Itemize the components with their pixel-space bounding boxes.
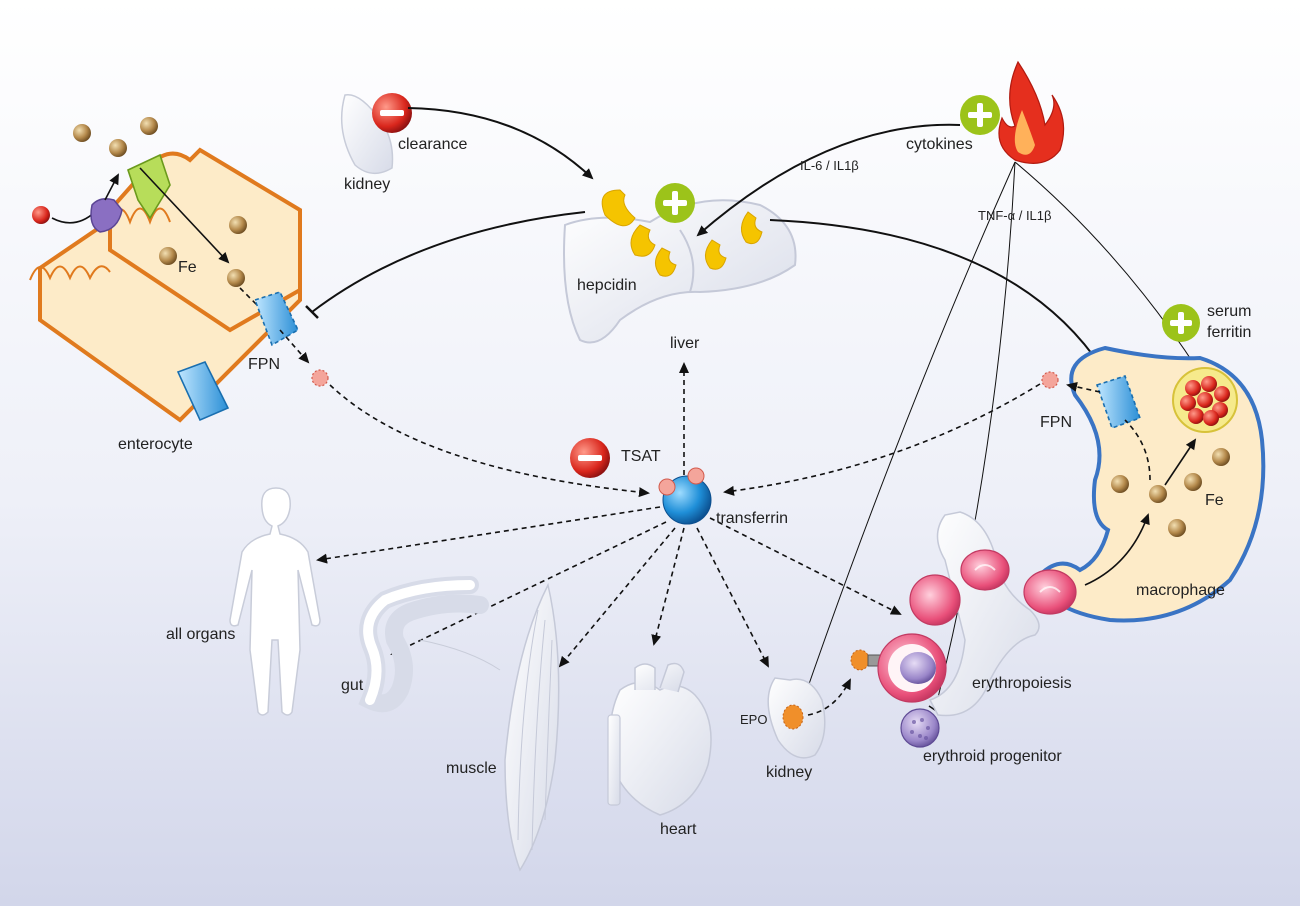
kidney-top-label: kidney	[344, 176, 391, 193]
macrophage-to-transferrin-arrow	[723, 383, 1041, 496]
macrophage-export-arrow	[1066, 382, 1101, 393]
transferrin-to-heart-arrow	[651, 527, 685, 646]
inhibition-bar	[305, 305, 319, 319]
iron-particle	[159, 247, 177, 265]
macrophage-label: macrophage	[1136, 582, 1225, 599]
iron-uptake-arrow	[139, 167, 230, 264]
minus-sign	[578, 455, 602, 461]
transferrin-label: transferrin	[716, 510, 789, 527]
serum-ferritin-label-2: ferritin	[1207, 324, 1252, 341]
all-organs-label: all organs	[166, 626, 236, 643]
iron-particle	[73, 124, 91, 142]
reticulocyte	[909, 574, 961, 626]
hepcidin-molecule	[601, 189, 636, 227]
transferrin-to-organs-arrow	[316, 506, 661, 564]
hepcidin-molecule	[705, 239, 727, 270]
heart-label: heart	[660, 821, 697, 838]
iron-particle	[1149, 485, 1167, 503]
muscle-icon	[504, 582, 560, 872]
hepcidin-inhibits-fpn-left	[311, 211, 586, 313]
gut-label: gut	[341, 677, 364, 694]
transferrin-to-kidney-arrow	[696, 527, 769, 668]
tnf-label: TNF-α / IL1β	[978, 208, 1052, 223]
plus-sign-v	[1178, 312, 1184, 334]
fpn-left-label: FPN	[248, 356, 280, 373]
transferrin-to-muscle-arrow	[558, 527, 676, 668]
liver-organ	[563, 199, 797, 344]
iron-particle	[1184, 473, 1202, 491]
erythroid-progenitor-cell	[900, 708, 940, 748]
fpn-transporter-right-icon	[1095, 375, 1142, 430]
epo-bound	[850, 649, 870, 671]
red-blood-cell	[960, 549, 1010, 591]
serum-ferritin-label-1: serum	[1207, 303, 1252, 320]
senescent-rbc	[1023, 569, 1077, 615]
bound-iron	[658, 478, 676, 496]
muscle-label: muscle	[446, 760, 497, 777]
ferritin-cluster	[1180, 376, 1230, 426]
erythroid-progenitor-label: erythroid progenitor	[923, 748, 1062, 765]
fe-left-label: Fe	[178, 259, 197, 276]
iron-particle	[229, 216, 247, 234]
iron-to-ferritin-arrow	[1164, 438, 1197, 486]
il6-label: IL-6 / IL1β	[800, 158, 859, 173]
transferrin-to-erythropoiesis-arrow	[709, 517, 902, 615]
clearance-arrow	[407, 107, 594, 180]
iron-particle	[1212, 448, 1230, 466]
kidney-top-icon	[340, 93, 394, 174]
heart-icon	[609, 681, 712, 816]
human-body-icon	[229, 487, 321, 716]
bound-iron	[687, 467, 705, 485]
hepcidin-molecule	[655, 247, 677, 277]
reduction-arrow	[104, 173, 119, 201]
clearance-label: clearance	[398, 136, 468, 153]
epo-label: EPO	[740, 712, 768, 727]
kidney-bottom-label: kidney	[766, 764, 813, 781]
iron-particle	[227, 269, 245, 287]
tsat-label: TSAT	[621, 448, 661, 465]
cytokines-label: cytokines	[906, 136, 973, 153]
liver-label: liver	[670, 335, 700, 352]
hepcidin-molecule	[630, 224, 656, 257]
hepcidin-inhibits-fpn-right	[769, 219, 1103, 369]
cytokine-to-epo-line	[799, 161, 1016, 711]
iron-particle	[1111, 475, 1129, 493]
exported-iron	[1041, 371, 1059, 389]
dmt1-transporter-icon	[127, 153, 171, 220]
cytokine-to-progenitor-line	[934, 161, 1016, 711]
fe-right-label: Fe	[1205, 492, 1224, 509]
minus-sign	[380, 110, 404, 116]
dcytb-arrow	[51, 211, 96, 224]
transferrin-receptor-icon	[176, 361, 230, 422]
phagocytosis-arrow	[1084, 513, 1150, 586]
erythroblast-nucleus	[900, 652, 936, 684]
epo-arrow	[807, 678, 851, 716]
exported-iron	[311, 369, 329, 387]
iron-particle	[109, 139, 127, 157]
iron-particle	[1168, 519, 1186, 537]
dietary-heme-iron	[32, 206, 50, 224]
hepcidin-label: hepcidin	[577, 277, 637, 294]
dcytb-reductase-icon	[90, 198, 123, 233]
cytokine-to-liver-arrow	[696, 123, 961, 237]
flame-core	[1014, 110, 1035, 155]
enterocyte-label: enterocyte	[118, 436, 193, 453]
transferrin-to-gut-arrow	[390, 521, 667, 655]
hepcidin-molecule	[741, 211, 763, 245]
fpn-right-label: FPN	[1040, 414, 1072, 431]
erythropoiesis-label: erythropoiesis	[972, 675, 1072, 692]
epo-molecule	[782, 704, 804, 730]
plus-sign-v	[672, 191, 678, 215]
iron-export-arrow	[279, 329, 310, 364]
plus-sign-v	[977, 103, 983, 127]
fpn-transporter-left-icon	[253, 291, 300, 347]
iron-particle	[140, 117, 158, 135]
enterocyte-to-transferrin-arrow	[329, 384, 650, 498]
